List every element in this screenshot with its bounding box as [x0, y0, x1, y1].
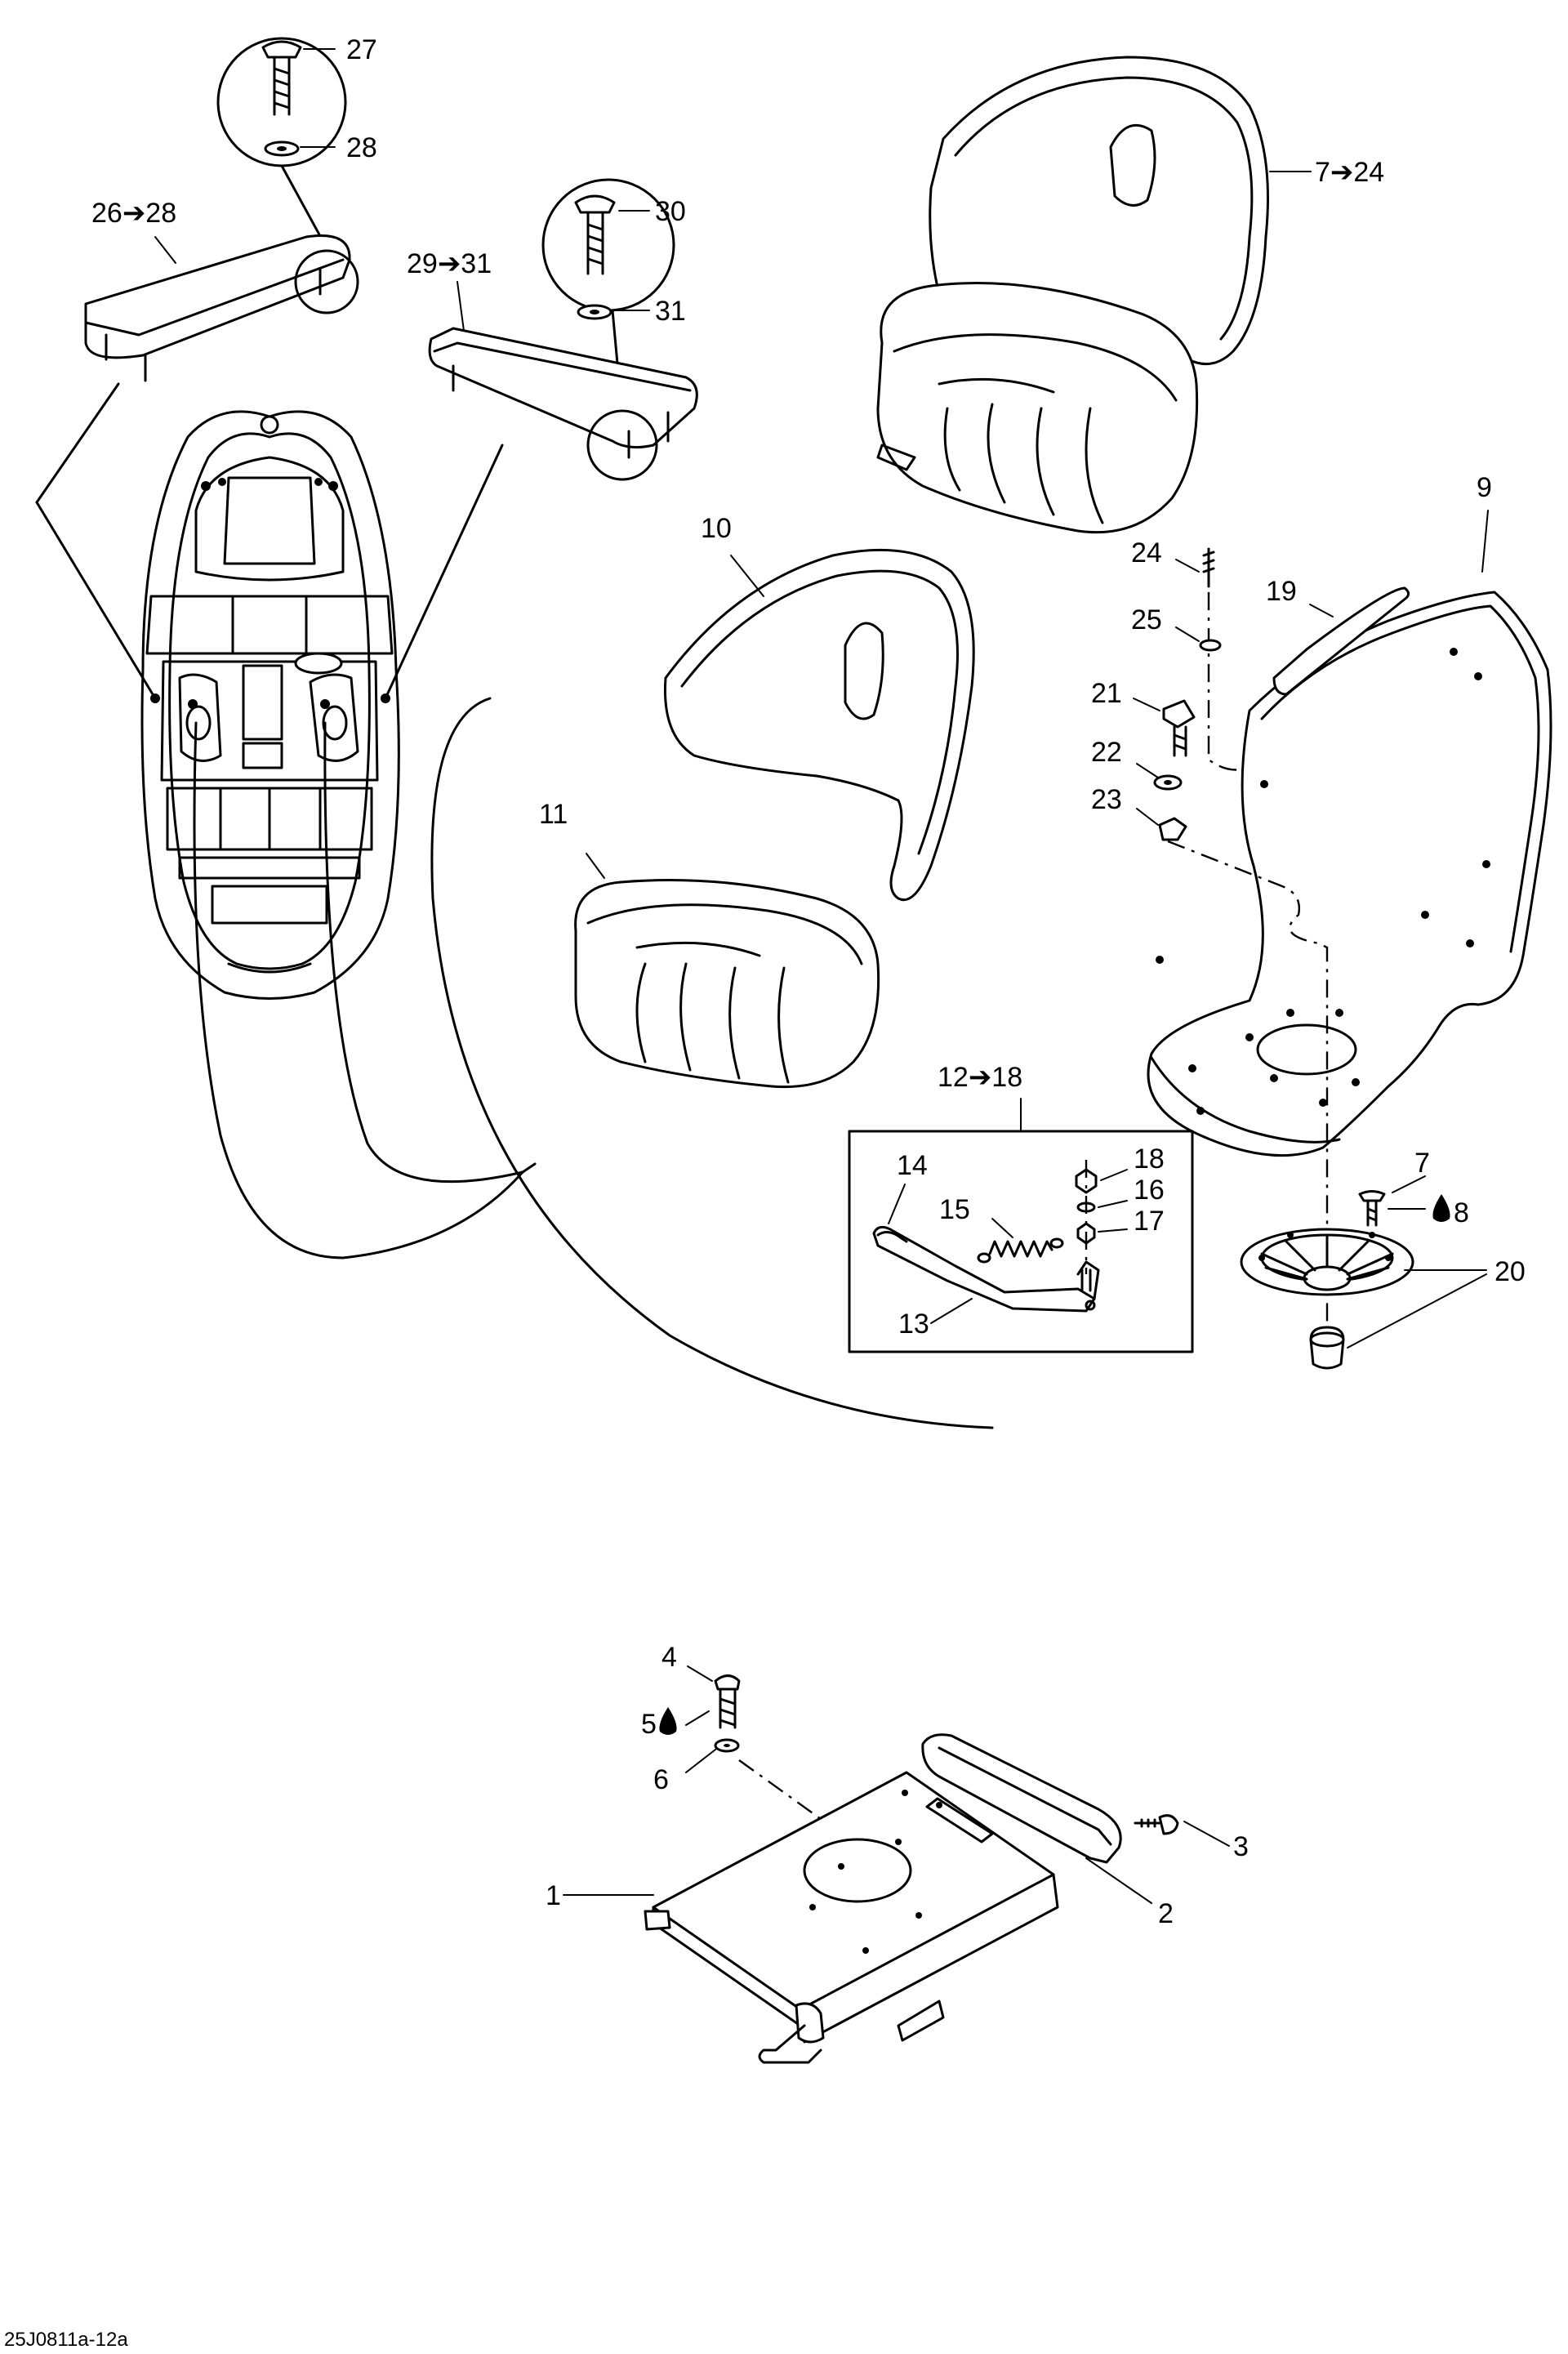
callout-6: 6 [653, 1764, 669, 1795]
screw-27 [261, 40, 302, 59]
callout-23: 23 [1091, 784, 1122, 815]
armrest-29 [428, 327, 698, 449]
callout-27: 27 [346, 34, 377, 65]
callout-29-31: 29➔31 [407, 248, 492, 279]
hull-outline [140, 410, 400, 1000]
pin-24: 24 [1131, 537, 1215, 588]
slide-plate [652, 1771, 1055, 2011]
armrest-left-group: 27 28 26➔28 [84, 34, 377, 382]
armrest-29-detail-ring [586, 409, 658, 481]
callout-5: 5 [641, 1709, 657, 1740]
callout-20: 20 [1494, 1256, 1526, 1287]
callout-17: 17 [1134, 1206, 1165, 1237]
nut-23: 23 [1091, 784, 1187, 841]
drawing-code: 25J0811a-12a [4, 2329, 128, 2351]
callout-16: 16 [1134, 1175, 1165, 1206]
screw-3 [1158, 1814, 1179, 1835]
seat-frame-9: 9 [1147, 472, 1552, 1157]
adhesive-drop-icon-5 [659, 1707, 677, 1735]
swivel-post [1309, 1326, 1345, 1370]
callout-3: 3 [1233, 1831, 1249, 1862]
seat-cushion-7-24 [876, 282, 1199, 534]
swim-platform [211, 885, 328, 925]
armrest-26 [84, 234, 351, 359]
slide-rail-1: 1 [546, 1771, 1059, 2064]
callout-7-24: 7➔24 [1315, 157, 1384, 188]
callout-10: 10 [701, 513, 732, 544]
callout-25: 25 [1131, 604, 1162, 635]
backrest-10: 10 [663, 513, 975, 901]
leader-armrest-26 [35, 382, 120, 504]
leader-armrest-29 [384, 444, 504, 700]
callout-24: 24 [1131, 537, 1162, 568]
leader-curve-left-seat [193, 721, 524, 1259]
seat-cushion-11: 11 [539, 799, 880, 1089]
bolt-21: 21 [1091, 678, 1196, 757]
windshield-dash [145, 595, 394, 655]
screw-7: 7 8 [1358, 1148, 1469, 1228]
callout-18: 18 [1134, 1144, 1165, 1175]
washer-22: 22 [1091, 737, 1183, 791]
seat-base-right [309, 673, 359, 762]
slide-center-hole [803, 1838, 912, 1903]
armrest-right-group: 30 31 29➔31 [407, 178, 698, 481]
centerline-24-25 [1207, 592, 1242, 771]
steering-wheel [294, 652, 343, 675]
screw-30 [574, 194, 616, 214]
cushion-shell [574, 879, 880, 1089]
seat-assembly-complete: 7➔24 [876, 56, 1384, 534]
seat-base-left [178, 673, 222, 762]
callout-31: 31 [655, 296, 686, 327]
callout-14: 14 [897, 1150, 928, 1181]
callout-4: 4 [662, 1642, 677, 1673]
rail-2: 2 3 [921, 1733, 1249, 1929]
callout-11: 11 [539, 799, 568, 830]
callout-30: 30 [655, 196, 686, 227]
spring-15 [988, 1240, 1054, 1258]
swivel-base-20: 20 [1240, 1228, 1526, 1370]
centerline-21-23 [1167, 840, 1329, 1340]
callout-7: 7 [1414, 1148, 1430, 1179]
armrest-26-detail-ring [294, 249, 359, 314]
adhesive-drop-icon [1432, 1194, 1450, 1222]
callout-8: 8 [1454, 1197, 1469, 1228]
callout-19: 19 [1266, 576, 1297, 607]
callout-13: 13 [898, 1309, 929, 1340]
side-rail [921, 1733, 1122, 1864]
callout-1: 1 [546, 1880, 561, 1911]
washer-25: 25 [1131, 604, 1222, 652]
frame-center-hole [1256, 1023, 1357, 1076]
callout-28: 28 [346, 132, 377, 163]
callout-22: 22 [1091, 737, 1122, 768]
leader-curve-main [430, 697, 994, 1429]
callout-26-28: 26➔28 [91, 198, 176, 229]
lever-kit-12-18: 12➔18 14 13 15 18 16 17 [848, 1062, 1194, 1353]
callout-9: 9 [1477, 472, 1492, 503]
boat-hull-top-view [140, 410, 400, 1000]
rear-bench [166, 787, 373, 851]
callout-2: 2 [1158, 1898, 1174, 1929]
callout-15: 15 [939, 1194, 970, 1225]
frame-shell [1147, 591, 1552, 1157]
bolt-4 [714, 1674, 741, 1691]
hardware-4-5-6: 4 5 6 [641, 1642, 842, 1835]
callout-21: 21 [1091, 678, 1122, 709]
callout-12-18: 12➔18 [938, 1062, 1022, 1093]
grab-strap-19: 19 [1266, 576, 1410, 696]
backrest-shell [663, 548, 975, 901]
